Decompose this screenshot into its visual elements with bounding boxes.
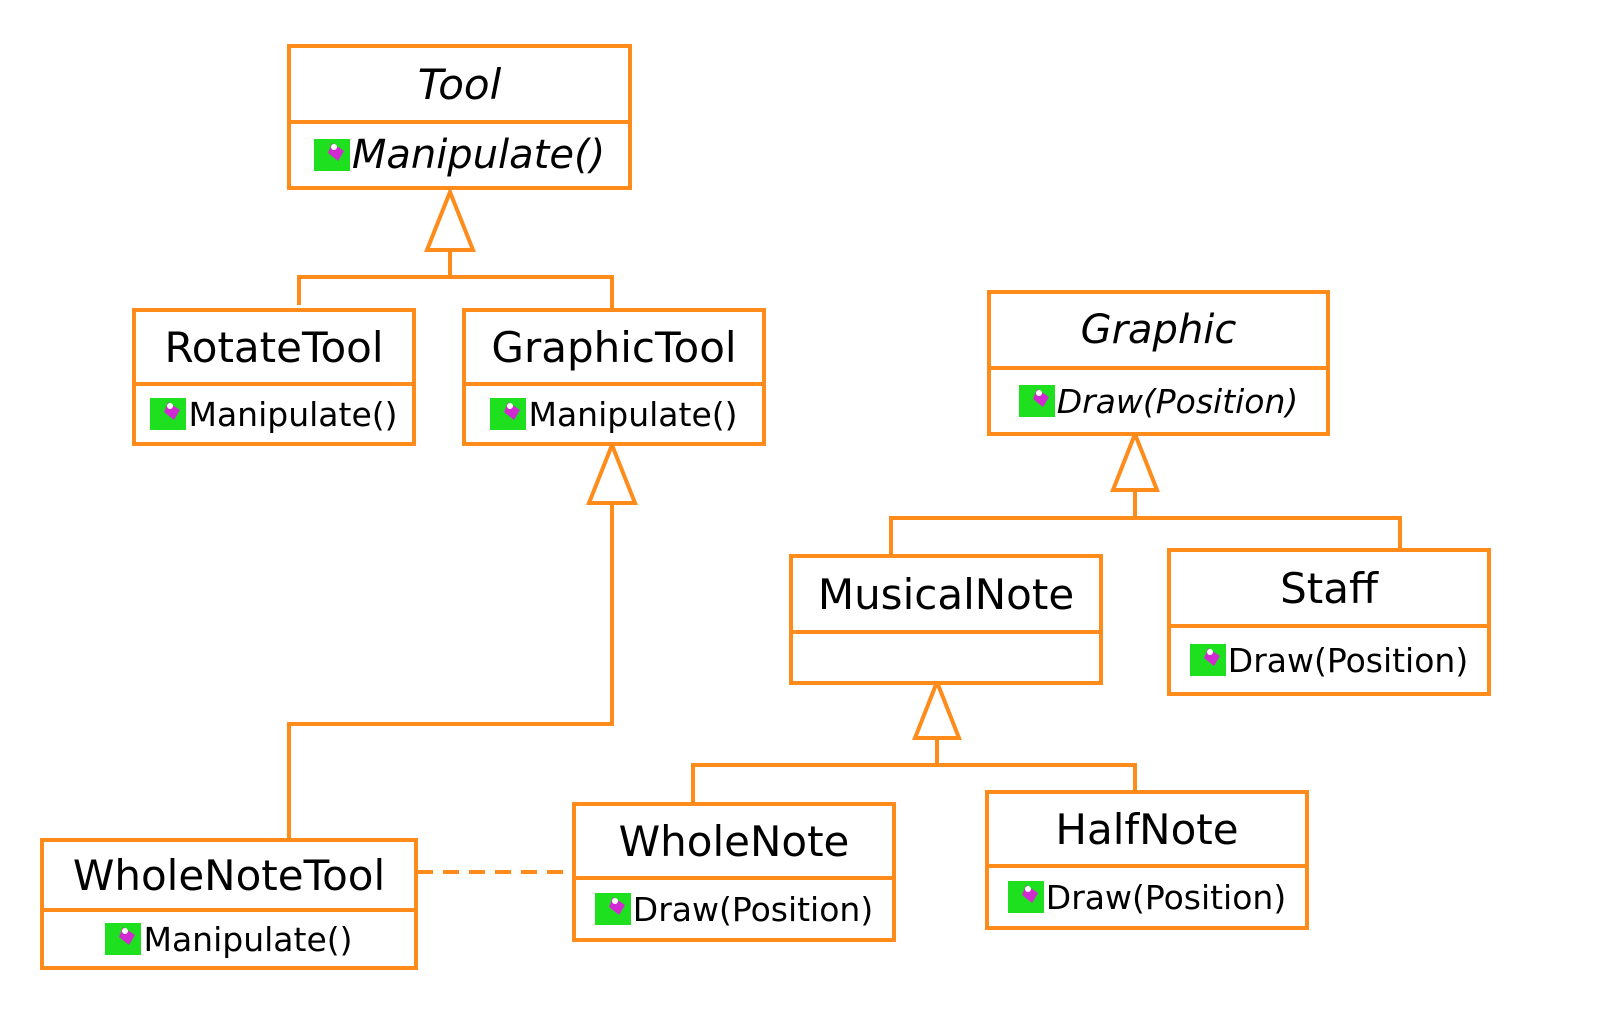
generalization-line-musicalnote	[691, 763, 1137, 802]
class-name-tool: Tool	[291, 48, 628, 124]
class-whole-note-tool[interactable]: WholeNoteTool Manipulate()	[40, 838, 418, 970]
class-musical-note[interactable]: MusicalNote	[789, 554, 1103, 685]
class-operations-graphic-tool: Manipulate()	[466, 386, 762, 442]
class-operations-tool: Manipulate()	[291, 124, 628, 186]
operation-row: Manipulate()	[150, 394, 398, 434]
operation-label: Draw(Position)	[632, 889, 874, 929]
class-name-rotate-tool: RotateTool	[136, 312, 412, 386]
class-operations-rotate-tool: Manipulate()	[136, 386, 412, 442]
class-operations-whole-note-tool: Manipulate()	[44, 912, 414, 966]
public-operation-icon	[594, 893, 631, 925]
operation-label: Manipulate()	[143, 919, 353, 959]
generalization-line-graphic	[889, 516, 1402, 556]
generalization-arrowhead-tool	[424, 186, 476, 252]
public-operation-icon	[1018, 385, 1055, 417]
class-name-whole-note-tool: WholeNoteTool	[44, 842, 414, 912]
class-name-whole-note: WholeNote	[576, 806, 892, 880]
public-operation-icon	[490, 398, 527, 430]
class-rotate-tool[interactable]: RotateTool Manipulate()	[132, 308, 416, 446]
class-operations-staff: Draw(Position)	[1171, 628, 1487, 692]
operation-label: Draw(Position)	[1056, 381, 1299, 421]
generalization-line-tool	[297, 275, 614, 310]
class-name-musical-note: MusicalNote	[793, 558, 1099, 634]
operation-row: Manipulate()	[105, 919, 353, 959]
generalization-line-graphictool	[287, 503, 614, 838]
class-operations-whole-note: Draw(Position)	[576, 880, 892, 938]
operation-row: Manipulate()	[313, 132, 606, 178]
public-operation-icon	[1007, 881, 1044, 913]
class-whole-note[interactable]: WholeNote Draw(Position)	[572, 802, 896, 942]
class-half-note[interactable]: HalfNote Draw(Position)	[985, 790, 1309, 930]
operation-row: Draw(Position)	[1018, 381, 1299, 421]
operation-label: Draw(Position)	[1045, 877, 1287, 917]
operation-label: Manipulate()	[351, 132, 606, 178]
class-name-half-note: HalfNote	[989, 794, 1305, 868]
operation-row: Draw(Position)	[1189, 640, 1469, 680]
public-operation-icon	[313, 139, 350, 171]
class-graphic[interactable]: Graphic Draw(Position)	[987, 290, 1330, 436]
class-name-graphic: Graphic	[991, 294, 1326, 370]
operation-row: Manipulate()	[490, 394, 738, 434]
class-name-staff: Staff	[1171, 552, 1487, 628]
operation-label: Draw(Position)	[1227, 640, 1469, 680]
generalization-arrowhead-graphic	[1110, 428, 1160, 492]
generalization-arrowhead-graphictool	[586, 439, 638, 505]
class-graphic-tool[interactable]: GraphicTool Manipulate()	[462, 308, 766, 446]
class-staff[interactable]: Staff Draw(Position)	[1167, 548, 1491, 696]
operation-row: Draw(Position)	[594, 889, 874, 929]
class-name-graphic-tool: GraphicTool	[466, 312, 762, 386]
operation-label: Manipulate()	[188, 394, 398, 434]
operation-label: Manipulate()	[528, 394, 738, 434]
generalization-arrowhead-musicalnote	[912, 676, 962, 740]
class-operations-half-note: Draw(Position)	[989, 868, 1305, 926]
operation-row: Draw(Position)	[1007, 877, 1287, 917]
public-operation-icon	[1189, 644, 1226, 676]
public-operation-icon	[105, 923, 142, 955]
class-tool[interactable]: Tool Manipulate()	[287, 44, 632, 190]
class-operations-musical-note	[793, 634, 1099, 681]
class-operations-graphic: Draw(Position)	[991, 370, 1326, 432]
public-operation-icon	[150, 398, 187, 430]
